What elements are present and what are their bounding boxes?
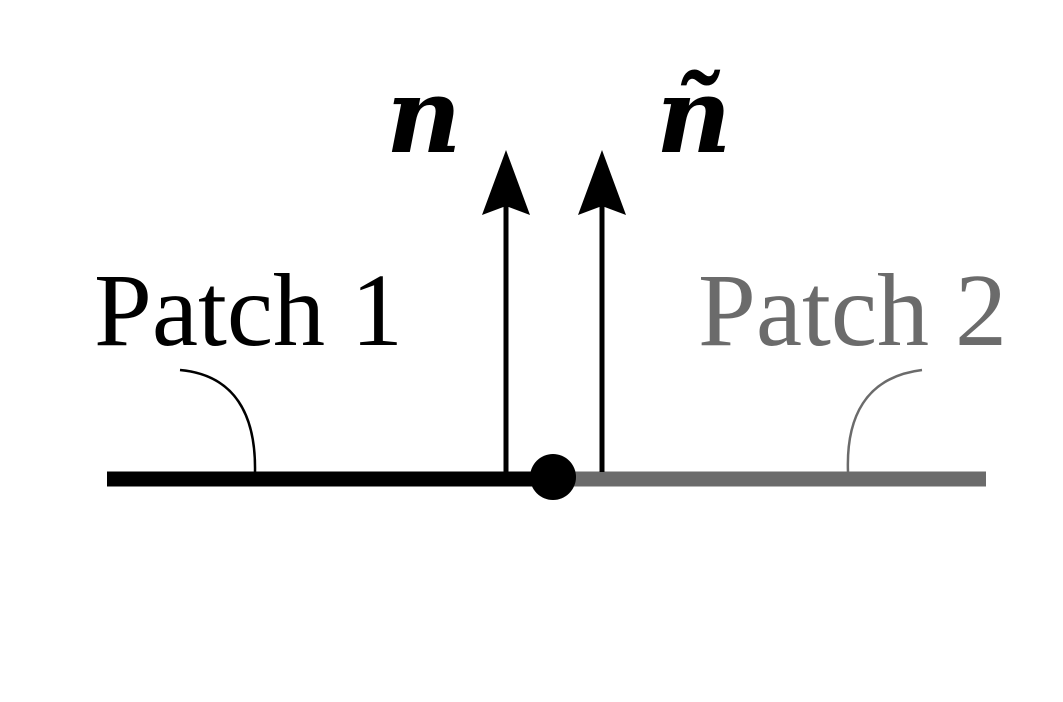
normal-n-label: n bbox=[386, 54, 462, 177]
patch-1-leader-curve bbox=[179, 368, 257, 473]
junction-point bbox=[530, 454, 576, 500]
patch-2-label: Patch 2 bbox=[698, 253, 1007, 368]
normal-n-tilde-arrow bbox=[578, 150, 626, 472]
patch-1-label: Patch 1 bbox=[94, 253, 403, 368]
normal-n-tilde-label: ñ bbox=[656, 54, 732, 177]
normal-n-arrow bbox=[482, 150, 530, 472]
patch-2-leader-curve bbox=[846, 368, 923, 473]
